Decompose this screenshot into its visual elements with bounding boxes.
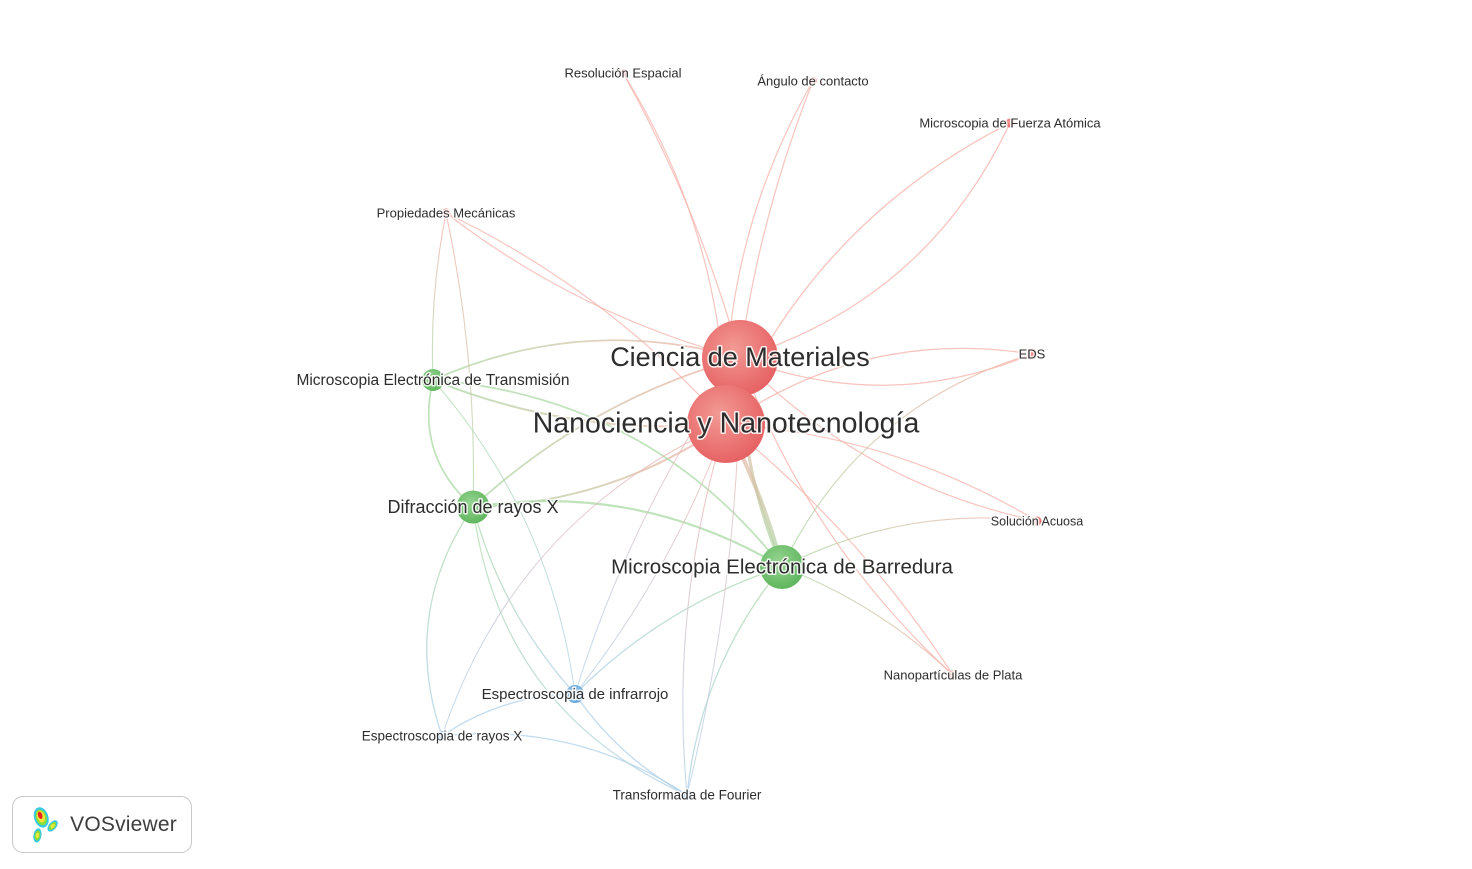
- edge-nn-np: [725, 423, 954, 676]
- node-label-ac[interactable]: Ángulo de contacto: [756, 72, 870, 90]
- node-met[interactable]: [422, 369, 444, 391]
- vosviewer-logo-button[interactable]: VOSviewer: [12, 796, 192, 853]
- edge-meb-np: [781, 566, 954, 676]
- edge-nn-eds: [725, 347, 1033, 425]
- node-label-np[interactable]: Nanopartículas de Plata: [882, 666, 1025, 684]
- node-label-nn[interactable]: Nanociencia y Nanotecnología: [531, 406, 921, 441]
- node-meb[interactable]: [760, 545, 804, 589]
- nodes-layer: [422, 69, 1042, 800]
- edge-erx-tf: [441, 732, 688, 796]
- edge-meb-tf: [686, 566, 783, 796]
- node-label-erx[interactable]: Espectroscopia de rayos X: [360, 727, 524, 745]
- node-tf[interactable]: [682, 790, 692, 800]
- node-label-sa[interactable]: Solución Acuosa: [989, 513, 1084, 530]
- node-eir[interactable]: [566, 685, 584, 703]
- node-erx[interactable]: [437, 731, 447, 741]
- edge-met-meb: [432, 379, 783, 568]
- edge-nn-pm: [445, 212, 727, 425]
- edge-nn-erx: [441, 423, 727, 737]
- node-label-pm[interactable]: Propiedades Mecánicas: [375, 204, 517, 222]
- node-nn[interactable]: [687, 385, 765, 463]
- edge-meb-eds: [781, 353, 1033, 568]
- edge-eir-erx: [441, 693, 576, 737]
- edge-meb-sa: [781, 517, 1038, 568]
- edge-drx-eir: [472, 506, 576, 695]
- node-np[interactable]: [948, 670, 958, 680]
- edge-drx-tf: [472, 506, 688, 796]
- vosviewer-logo-label: VOSviewer: [70, 812, 177, 836]
- node-re[interactable]: [619, 69, 627, 77]
- edge-met-drx: [427, 379, 474, 508]
- node-label-eds[interactable]: EDS: [1017, 345, 1047, 363]
- vosviewer-logo-icon: [33, 806, 58, 842]
- node-sa[interactable]: [1032, 516, 1042, 526]
- node-label-tf[interactable]: Transformada de Fourier: [611, 786, 763, 804]
- node-label-fa[interactable]: Microscopia de Fuerza Atómica: [918, 114, 1103, 132]
- edge-nn-met: [432, 379, 727, 428]
- node-label-drx[interactable]: Difracción de rayos X: [386, 495, 560, 518]
- edge-cm-fa: [739, 122, 1011, 359]
- node-pm[interactable]: [441, 208, 451, 218]
- node-eds[interactable]: [1026, 348, 1038, 360]
- edge-cm-met: [432, 339, 741, 381]
- edge-pm-drx: [445, 212, 475, 508]
- node-label-cm[interactable]: Ciencia de Materiales: [609, 341, 872, 374]
- edge-cm-drx: [472, 357, 741, 508]
- edge-cm-sa: [739, 357, 1038, 522]
- edge-pm-met: [431, 212, 447, 381]
- edge-meb-eir: [574, 566, 783, 695]
- edge-drx-erx: [426, 506, 474, 737]
- node-drx[interactable]: [456, 490, 490, 524]
- edge-cm-ac: [739, 80, 814, 359]
- edge-eir-tf: [574, 693, 688, 796]
- edge-nn-eir: [574, 423, 727, 695]
- node-fa[interactable]: [1005, 118, 1015, 128]
- edge-cm-pm: [445, 212, 741, 359]
- node-cm[interactable]: [702, 320, 778, 396]
- node-ac[interactable]: [809, 77, 817, 85]
- node-label-re[interactable]: Resolución Espacial: [563, 64, 683, 82]
- node-label-meb[interactable]: Microscopia Electrónica de Barredura: [610, 554, 955, 580]
- edge-met-eir: [432, 379, 576, 695]
- edge-nn-tf: [682, 423, 727, 796]
- node-label-met[interactable]: Microscopia Electrónica de Transmisión: [295, 371, 571, 391]
- edge-cm-re: [622, 72, 741, 359]
- node-label-eir[interactable]: Espectroscopia de infrarrojo: [480, 684, 670, 704]
